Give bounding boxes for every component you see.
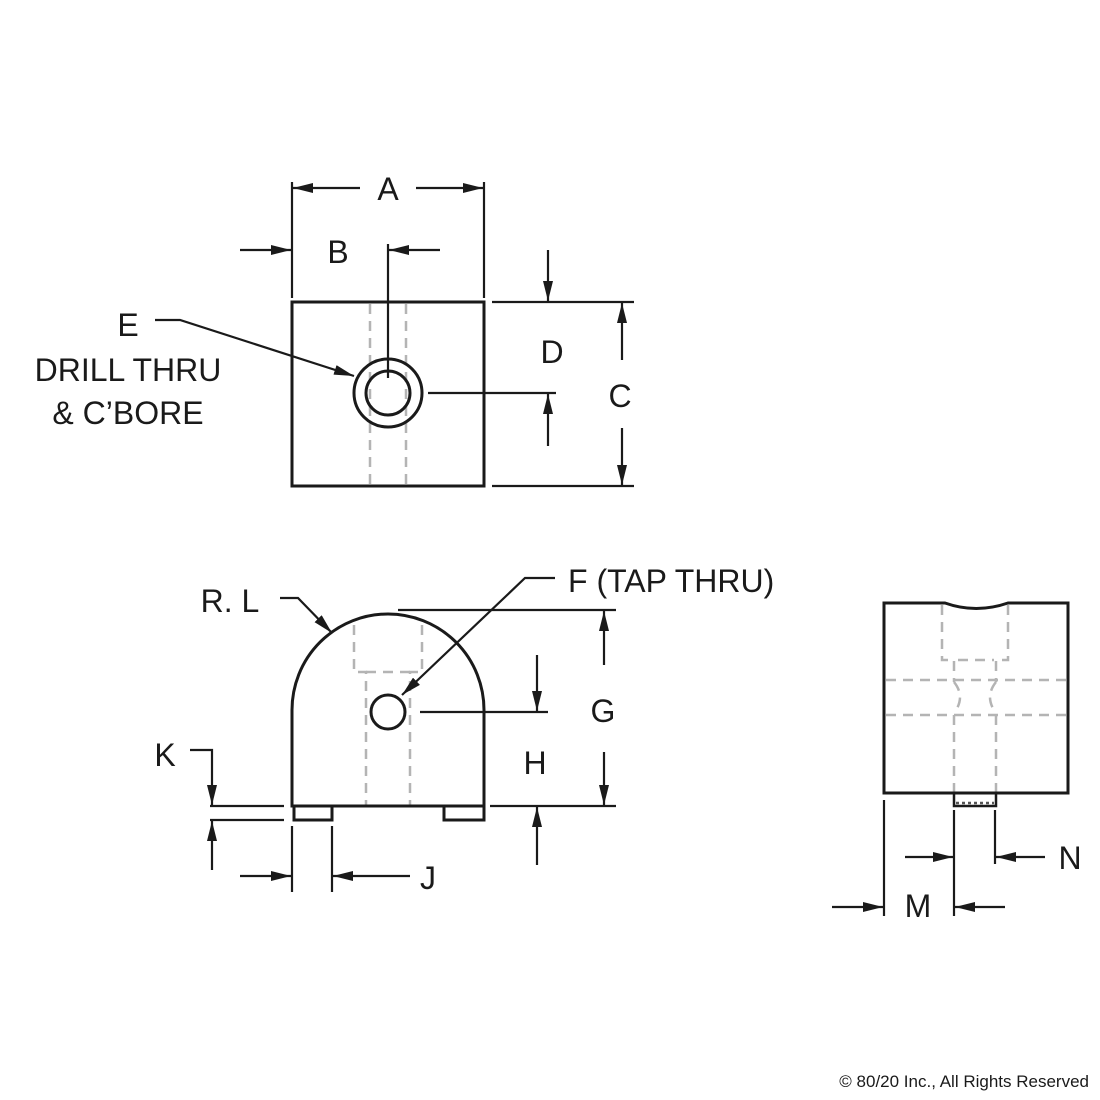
top-view: [155, 182, 634, 488]
dim-label-g: G: [591, 693, 616, 729]
tapped-hole: [369, 693, 407, 731]
dim-label-j: J: [420, 860, 436, 896]
dim-label-a: A: [377, 171, 399, 207]
dim-label-b: B: [327, 234, 348, 270]
note-drill-thru: DRILL THRU: [35, 352, 222, 388]
copyright-notice: © 80/20 Inc., All Rights Reserved: [839, 1072, 1089, 1091]
note-cbore: & C’BORE: [52, 395, 203, 431]
side-view: [832, 601, 1070, 916]
dim-label-n: N: [1058, 840, 1081, 876]
dim-label-h: H: [523, 745, 546, 781]
dim-label-rl: R. L: [201, 583, 260, 619]
dim-label-k: K: [154, 737, 175, 773]
front-view: [190, 576, 616, 892]
dim-label-c: C: [608, 378, 631, 414]
dim-label-f: F (TAP THRU): [568, 563, 774, 599]
dim-label-e: E: [117, 307, 138, 343]
dim-label-m: M: [905, 888, 932, 924]
dim-label-d: D: [540, 334, 563, 370]
